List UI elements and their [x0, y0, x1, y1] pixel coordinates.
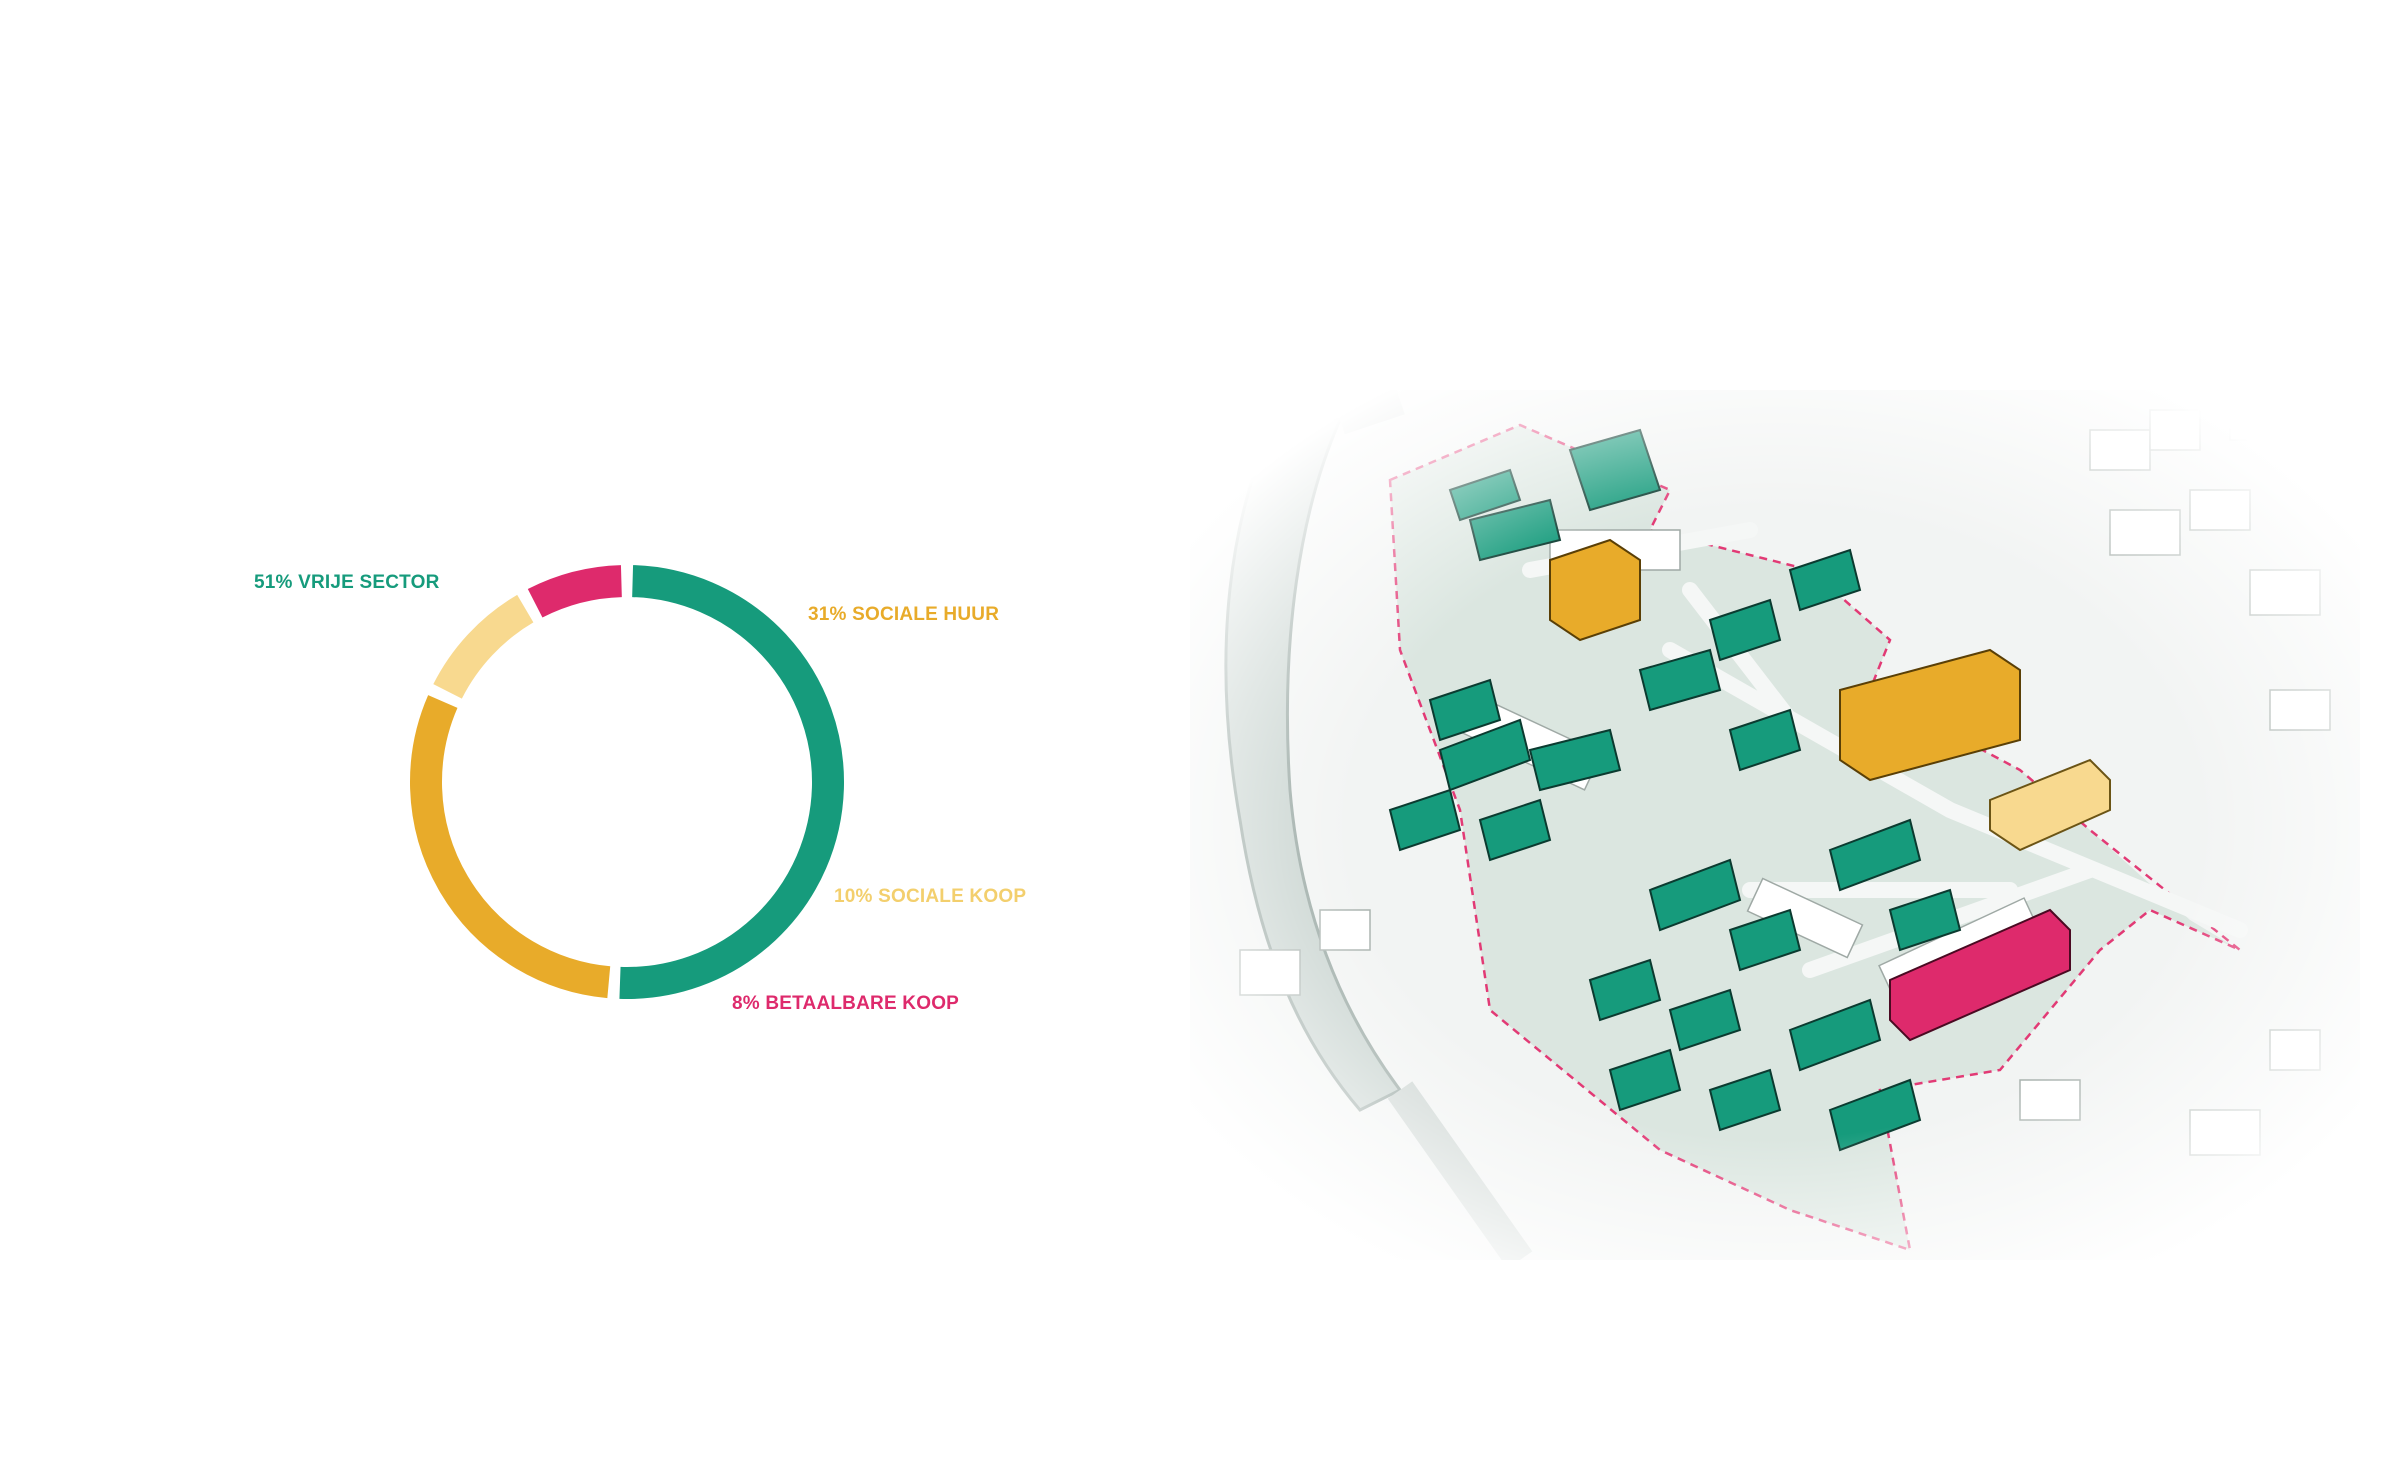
label-sociale-koop: 10% SOCIALE KOOP	[834, 886, 1027, 907]
label-betaalbare-koop: 8% BETAALBARE KOOP	[732, 993, 960, 1014]
label-sociale-huur: 31% SOCIALE HUUR	[808, 604, 1000, 625]
donut-slice-3	[527, 565, 623, 618]
donut-svg	[410, 565, 844, 999]
donut-slice-0	[619, 565, 844, 999]
donut-slice-1	[410, 695, 611, 999]
label-vrije-sector: 51% VRIJE SECTOR	[254, 572, 440, 593]
donut-slice-2	[433, 594, 534, 699]
isometric-site-plan-image	[1190, 390, 2360, 1260]
housing-mix-donut-chart: 51% VRIJE SECTOR 31% SOCIALE HUUR 10% SO…	[0, 0, 1180, 1466]
edge-fade	[1190, 390, 2360, 1260]
site-plan-svg	[1190, 390, 2360, 1260]
